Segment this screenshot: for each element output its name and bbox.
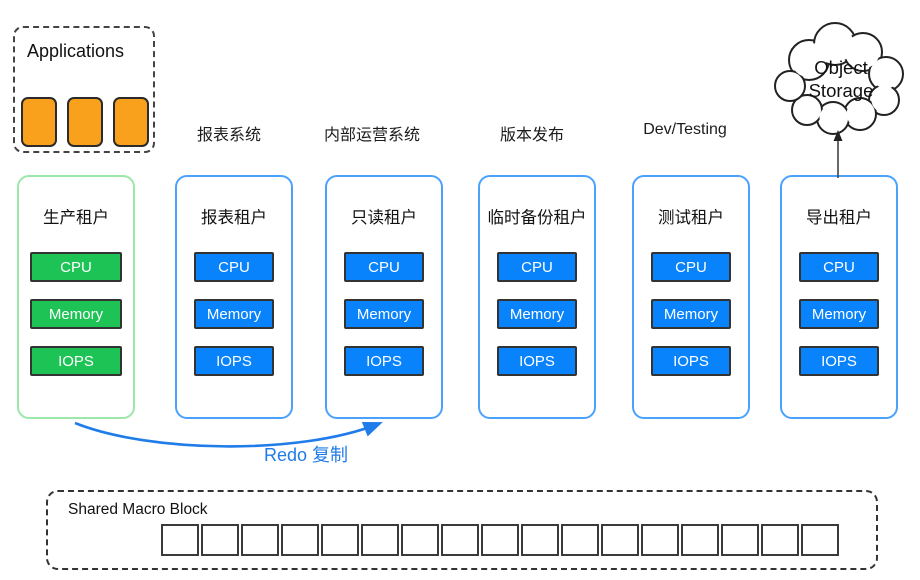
- macro-block-cell: [801, 524, 839, 556]
- macro-block-cell: [721, 524, 759, 556]
- object-storage-label-line1: Object: [814, 57, 867, 78]
- tenant-title: 只读租户: [351, 209, 417, 227]
- macro-block-cell: [601, 524, 639, 556]
- application-icon: [21, 97, 57, 147]
- application-instances: [21, 97, 149, 147]
- macro-block-cell: [281, 524, 319, 556]
- resource-chip: CPU: [497, 252, 577, 282]
- object-storage-cloud: Object Storage: [774, 22, 904, 135]
- macro-block-cell: [561, 524, 599, 556]
- applications-group: Applications: [13, 26, 155, 153]
- shared-macro-block: Shared Macro Block: [46, 490, 878, 570]
- resource-chip: IOPS: [194, 346, 274, 376]
- macro-block-cell: [201, 524, 239, 556]
- macro-block-cell: [761, 524, 799, 556]
- resource-chip: Memory: [799, 299, 879, 329]
- tenant-title: 临时备份租户: [487, 209, 587, 227]
- resource-chip: Memory: [30, 299, 122, 329]
- resource-chip: IOPS: [30, 346, 122, 376]
- workload-label: Dev/Testing: [643, 121, 727, 138]
- macro-block-cell: [521, 524, 559, 556]
- resource-chip: IOPS: [344, 346, 424, 376]
- workload-label: 报表系统: [196, 127, 262, 144]
- resource-chip: CPU: [651, 252, 731, 282]
- macro-block-cell: [321, 524, 359, 556]
- macro-block-cells: [161, 524, 839, 556]
- object-storage-label-line2: Storage: [809, 80, 874, 101]
- resource-chip: Memory: [497, 299, 577, 329]
- resource-chip: Memory: [194, 299, 274, 329]
- workload-label: 版本发布: [499, 127, 565, 144]
- resource-chip: CPU: [799, 252, 879, 282]
- arrowhead-up-icon: [833, 130, 843, 141]
- resource-chip: CPU: [30, 252, 122, 282]
- resource-chip: CPU: [194, 252, 274, 282]
- macro-block-cell: [161, 524, 199, 556]
- tenant-title: 报表租户: [201, 209, 267, 227]
- tenant-title: 测试租户: [658, 209, 724, 227]
- resource-chip: Memory: [344, 299, 424, 329]
- macro-block-cell: [641, 524, 679, 556]
- macro-block-cell: [681, 524, 719, 556]
- shared-macro-block-label: Shared Macro Block: [68, 501, 208, 518]
- macro-block-cell: [241, 524, 279, 556]
- resource-chip: IOPS: [799, 346, 879, 376]
- resource-chip: IOPS: [497, 346, 577, 376]
- macro-block-cell: [401, 524, 439, 556]
- tenant-title: 生产租户: [43, 209, 109, 227]
- resource-chip: IOPS: [651, 346, 731, 376]
- macro-block-cell: [441, 524, 479, 556]
- applications-label: Applications: [27, 41, 125, 61]
- application-icon: [113, 97, 149, 147]
- export-arrow: [833, 130, 843, 178]
- macro-block-cell: [361, 524, 399, 556]
- resource-chip: CPU: [344, 252, 424, 282]
- redo-arrow: [74, 421, 383, 448]
- tenant-title: 导出租户: [806, 209, 872, 227]
- resource-chip: Memory: [651, 299, 731, 329]
- macro-block-cell: [481, 524, 519, 556]
- redo-replication-label: Redo 复制: [263, 445, 349, 465]
- application-icon: [67, 97, 103, 147]
- workload-label: 内部运营系统: [323, 127, 421, 144]
